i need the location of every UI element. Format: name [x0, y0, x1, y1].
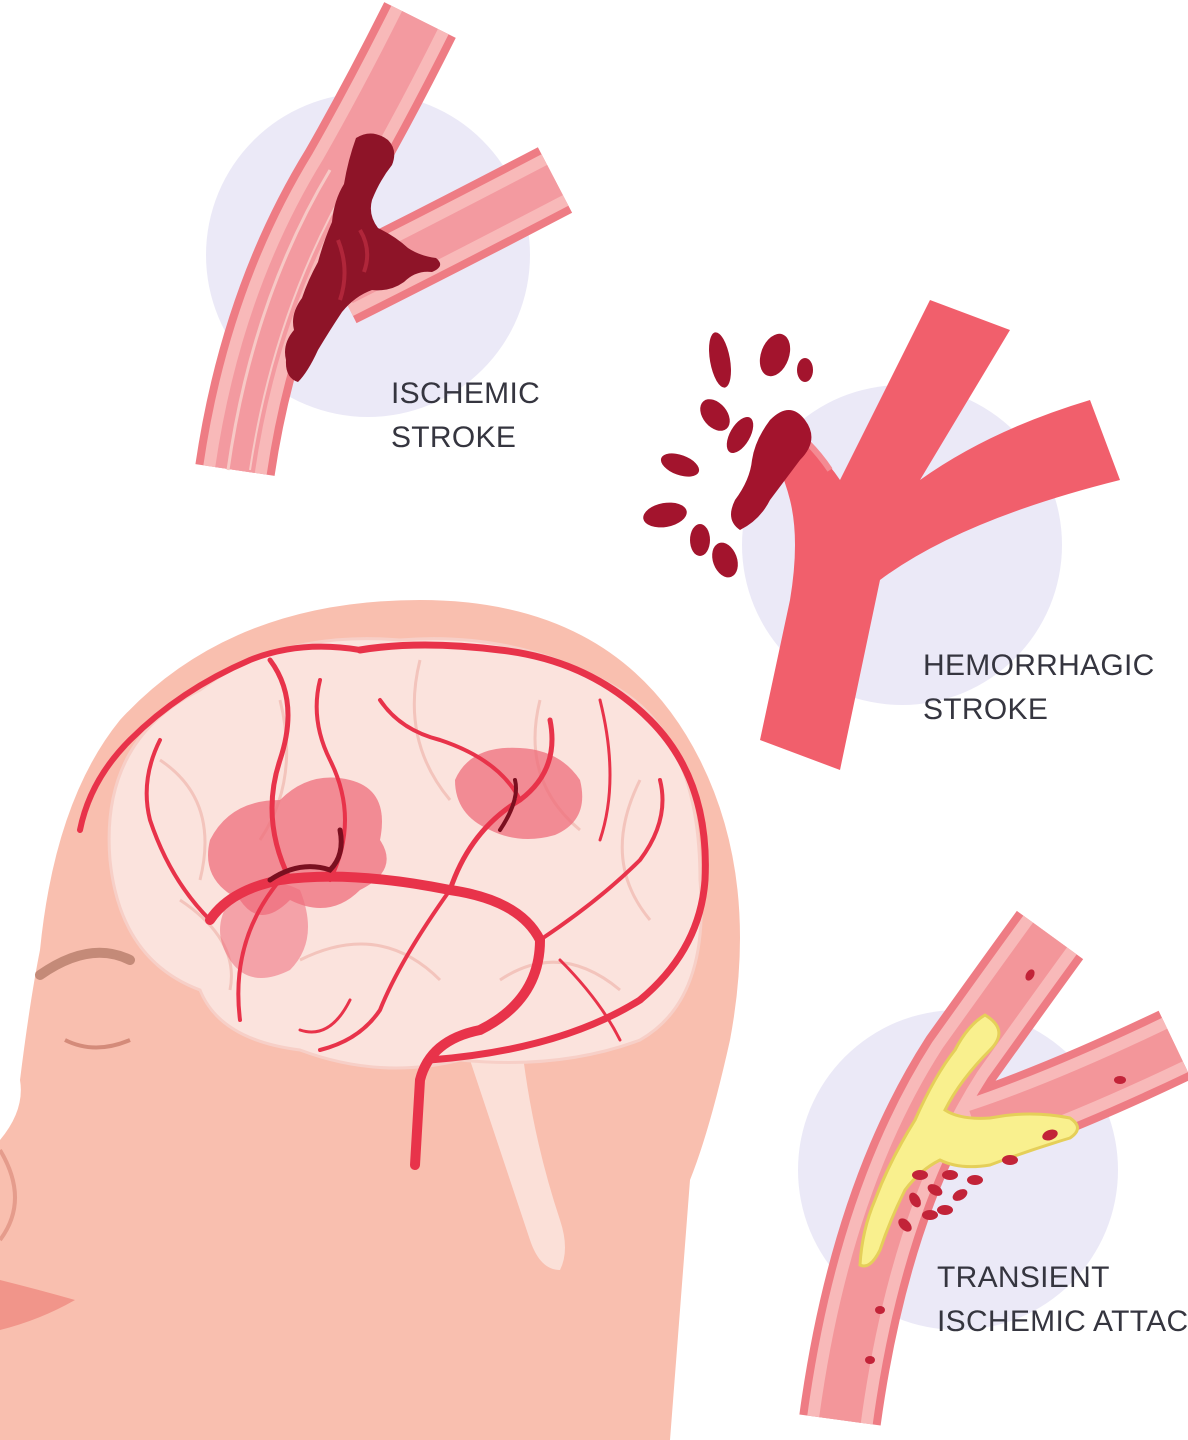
ischemic-stroke-label-line1: ISCHEMIC: [391, 372, 540, 416]
hemorrhagic-stroke-label-line1: HEMORRHAGIC: [923, 644, 1155, 688]
tia-label-line1: TRANSIENT: [937, 1256, 1188, 1300]
hemorrhagic-stroke-label-line2: STROKE: [923, 688, 1155, 732]
tia-label: TRANSIENT ISCHEMIC ATTACK: [937, 1256, 1188, 1344]
ischemic-stroke-label-line2: STROKE: [391, 416, 540, 460]
tia-label-line2: ISCHEMIC ATTACK: [937, 1300, 1188, 1344]
ischemic-stroke-label: ISCHEMIC STROKE: [391, 372, 540, 460]
hemorrhagic-stroke-label: HEMORRHAGIC STROKE: [923, 644, 1155, 732]
